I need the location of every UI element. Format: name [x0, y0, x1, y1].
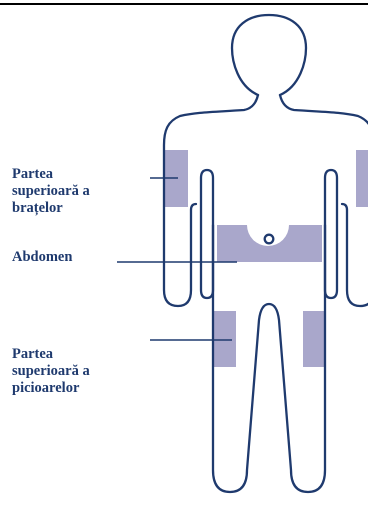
label-upper-arms-line-2: superioară a [12, 183, 90, 200]
label-upper-thighs-line-1: Partea [12, 346, 90, 363]
label-upper-thighs: Partea superioară a picioarelor [12, 346, 90, 397]
label-upper-thighs-line-2: superioară a [12, 363, 90, 380]
label-upper-thighs-line-3: picioarelor [12, 380, 90, 397]
label-upper-arms-line-3: brațelor [12, 200, 90, 217]
head-outline [232, 15, 306, 95]
right-inner-arm [201, 170, 213, 298]
label-abdomen: Abdomen [12, 249, 72, 266]
zone-left-upper-arm [356, 150, 368, 207]
zone-left-thigh [303, 311, 326, 367]
navel-icon [265, 235, 274, 244]
left-inner-arm [325, 170, 337, 298]
label-upper-arms: Partea superioară a brațelor [12, 166, 90, 217]
zone-right-thigh [213, 311, 236, 367]
label-upper-arms-line-1: Partea [12, 166, 90, 183]
